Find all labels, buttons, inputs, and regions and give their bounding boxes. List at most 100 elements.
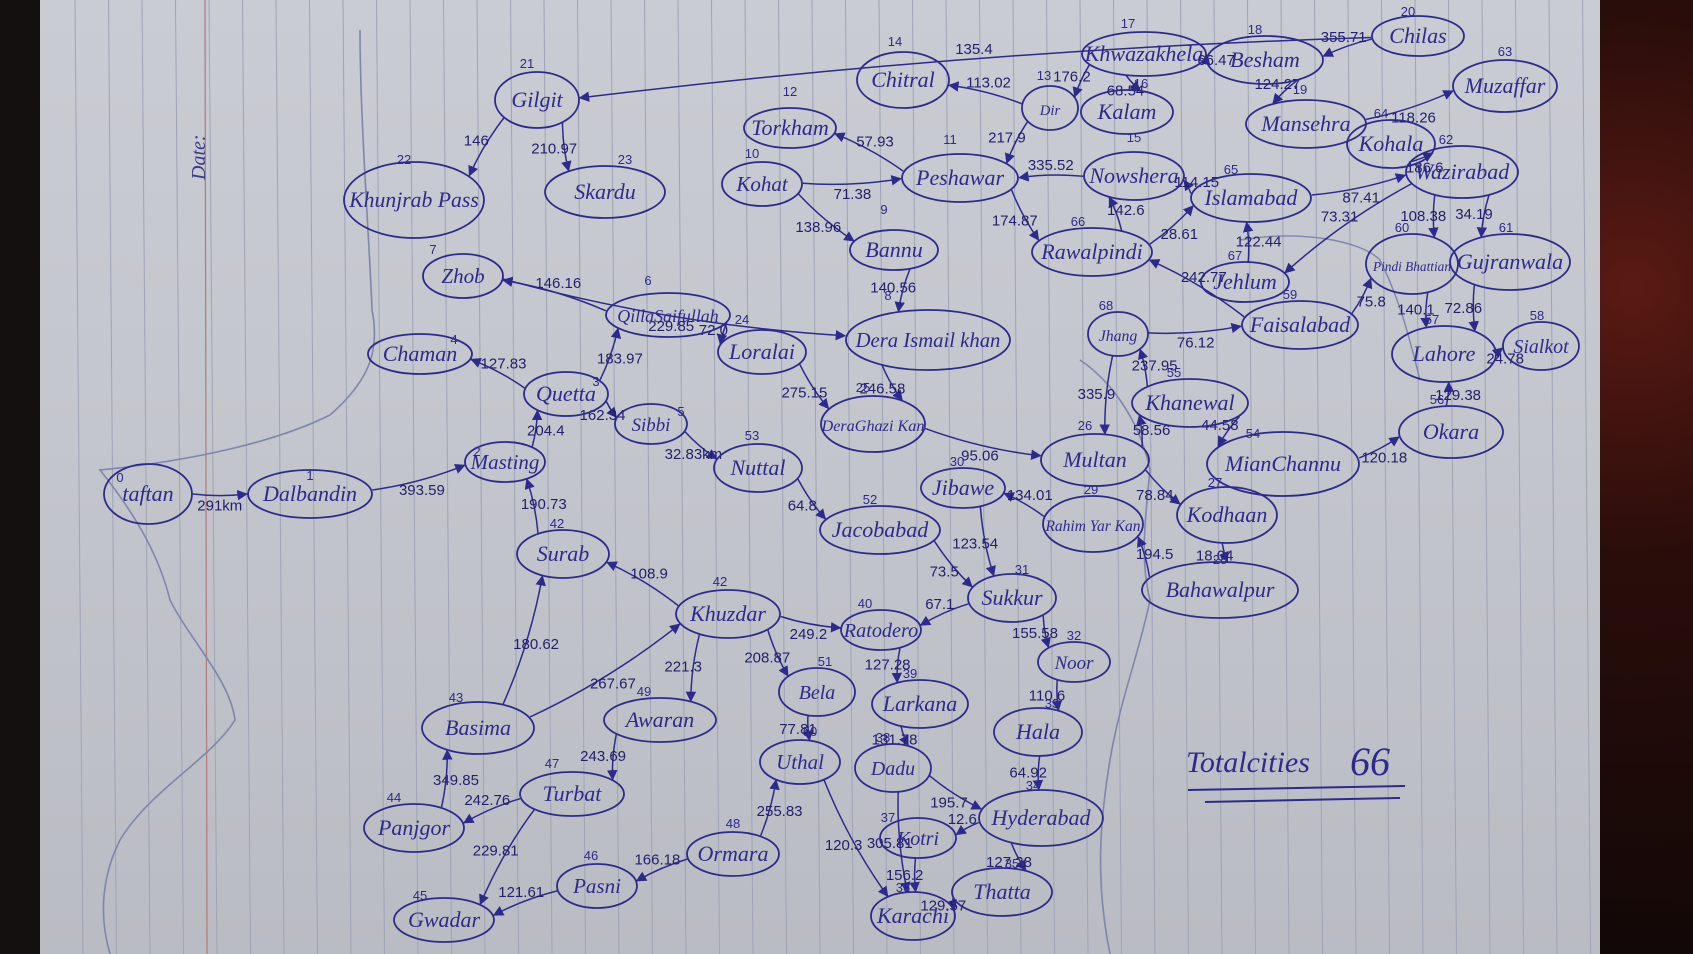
city-index: 61 bbox=[1499, 220, 1513, 235]
route-arrow bbox=[1051, 680, 1063, 712]
city-index: 25 bbox=[856, 380, 870, 395]
route-arrow bbox=[606, 561, 679, 607]
route-edge: 18.04 bbox=[1196, 543, 1233, 564]
city-name: Chitral bbox=[871, 67, 935, 92]
city-name: Surab bbox=[537, 541, 590, 566]
city-name: Larkana bbox=[882, 691, 958, 716]
ruled-line bbox=[1314, 0, 1323, 954]
city-ellipse bbox=[759, 739, 841, 785]
city-index: 53 bbox=[745, 428, 759, 443]
distance-label: 174.87 bbox=[992, 213, 1038, 230]
date-label: Date: bbox=[188, 134, 210, 181]
route-arrow bbox=[946, 898, 957, 911]
city-index: 43 bbox=[449, 690, 463, 705]
route-arrow bbox=[948, 81, 1023, 105]
distance-label: 64.92 bbox=[1009, 765, 1047, 782]
ruled-line bbox=[1515, 0, 1524, 954]
route-edge: 124.27 bbox=[1254, 76, 1300, 105]
city-name: Jehlum bbox=[1213, 269, 1277, 294]
route-edge: 355.71 bbox=[1321, 29, 1372, 57]
route-arrow bbox=[1148, 259, 1245, 318]
ruled-line bbox=[1582, 0, 1591, 954]
distance-label: 142.6 bbox=[1107, 202, 1145, 219]
route-arrow bbox=[1322, 38, 1372, 57]
route-arrow bbox=[1420, 292, 1431, 329]
route-arrow bbox=[897, 792, 911, 893]
route-arrow bbox=[919, 603, 969, 626]
city-name: Hyderabad bbox=[991, 805, 1092, 830]
margin-line bbox=[204, 0, 208, 954]
route-arrow bbox=[1272, 80, 1298, 105]
route-arrow bbox=[492, 890, 558, 916]
route-edge: 242.76 bbox=[462, 792, 521, 824]
route-arrow bbox=[797, 193, 855, 242]
route-arrow bbox=[372, 463, 466, 491]
city-name: Ratodero bbox=[843, 620, 918, 642]
city-name: Sialkot bbox=[1513, 336, 1569, 358]
distance-label: 57.93 bbox=[856, 134, 894, 151]
city-index: 2 bbox=[473, 444, 480, 459]
city-index: 18 bbox=[1248, 22, 1262, 37]
city-ellipse bbox=[1200, 261, 1290, 303]
city-ellipse bbox=[421, 701, 535, 755]
city-name: Loralai bbox=[728, 339, 795, 364]
route-edge: 64.8 bbox=[788, 478, 827, 520]
city-name: Jhang bbox=[1099, 328, 1138, 345]
route-arrow bbox=[1217, 415, 1241, 448]
city-ellipse bbox=[1190, 173, 1312, 223]
route-edge: 217.9 bbox=[988, 121, 1029, 164]
city-index: 21 bbox=[520, 56, 534, 71]
route-edge: 255.83 bbox=[757, 779, 803, 837]
route-arrow bbox=[1149, 205, 1194, 245]
distance-label: 124.27 bbox=[1254, 76, 1300, 93]
ruled-line bbox=[1046, 0, 1055, 954]
distance-label: 71.38 bbox=[834, 186, 872, 203]
city-ellipse bbox=[854, 743, 932, 793]
ruled-line bbox=[1414, 0, 1424, 954]
route-edge: 77.81 bbox=[779, 715, 817, 742]
city-ellipse bbox=[993, 707, 1083, 757]
distance-label: 208.87 bbox=[744, 650, 790, 667]
route-edge: 87.41 bbox=[1311, 173, 1407, 207]
distance-label: 135.4 bbox=[955, 41, 993, 58]
route-arrow bbox=[955, 821, 979, 836]
route-edge: 127.28 bbox=[986, 843, 1032, 872]
city-ellipse bbox=[686, 831, 780, 877]
city-index: 16 bbox=[1134, 76, 1148, 91]
distance-label: 58.56 bbox=[1133, 422, 1171, 439]
city-name: Awaran bbox=[624, 707, 694, 732]
city-index: 1 bbox=[306, 468, 313, 483]
route-edge: 249.2 bbox=[780, 615, 842, 643]
distance-label: 134.01 bbox=[1007, 487, 1053, 504]
route-edge: 67.1 bbox=[919, 596, 969, 626]
route-edge: 194.5 bbox=[1136, 536, 1173, 577]
route-arrow bbox=[909, 858, 920, 893]
city-ellipse bbox=[871, 679, 969, 729]
distance-label: 204.4 bbox=[527, 422, 565, 439]
ruled-line bbox=[845, 0, 854, 954]
distance-label: 355.71 bbox=[1321, 29, 1367, 46]
ruled-line bbox=[543, 0, 553, 954]
city-index: 23 bbox=[618, 152, 632, 167]
city-name: Jibawe bbox=[932, 475, 995, 500]
city-ellipse bbox=[516, 529, 610, 579]
city-ellipse bbox=[363, 803, 465, 853]
city-name: Kodhaan bbox=[1186, 502, 1268, 527]
route-arrow bbox=[599, 327, 622, 381]
distance-label: 246.58 bbox=[859, 380, 905, 397]
ruled-lines bbox=[74, 0, 1591, 954]
